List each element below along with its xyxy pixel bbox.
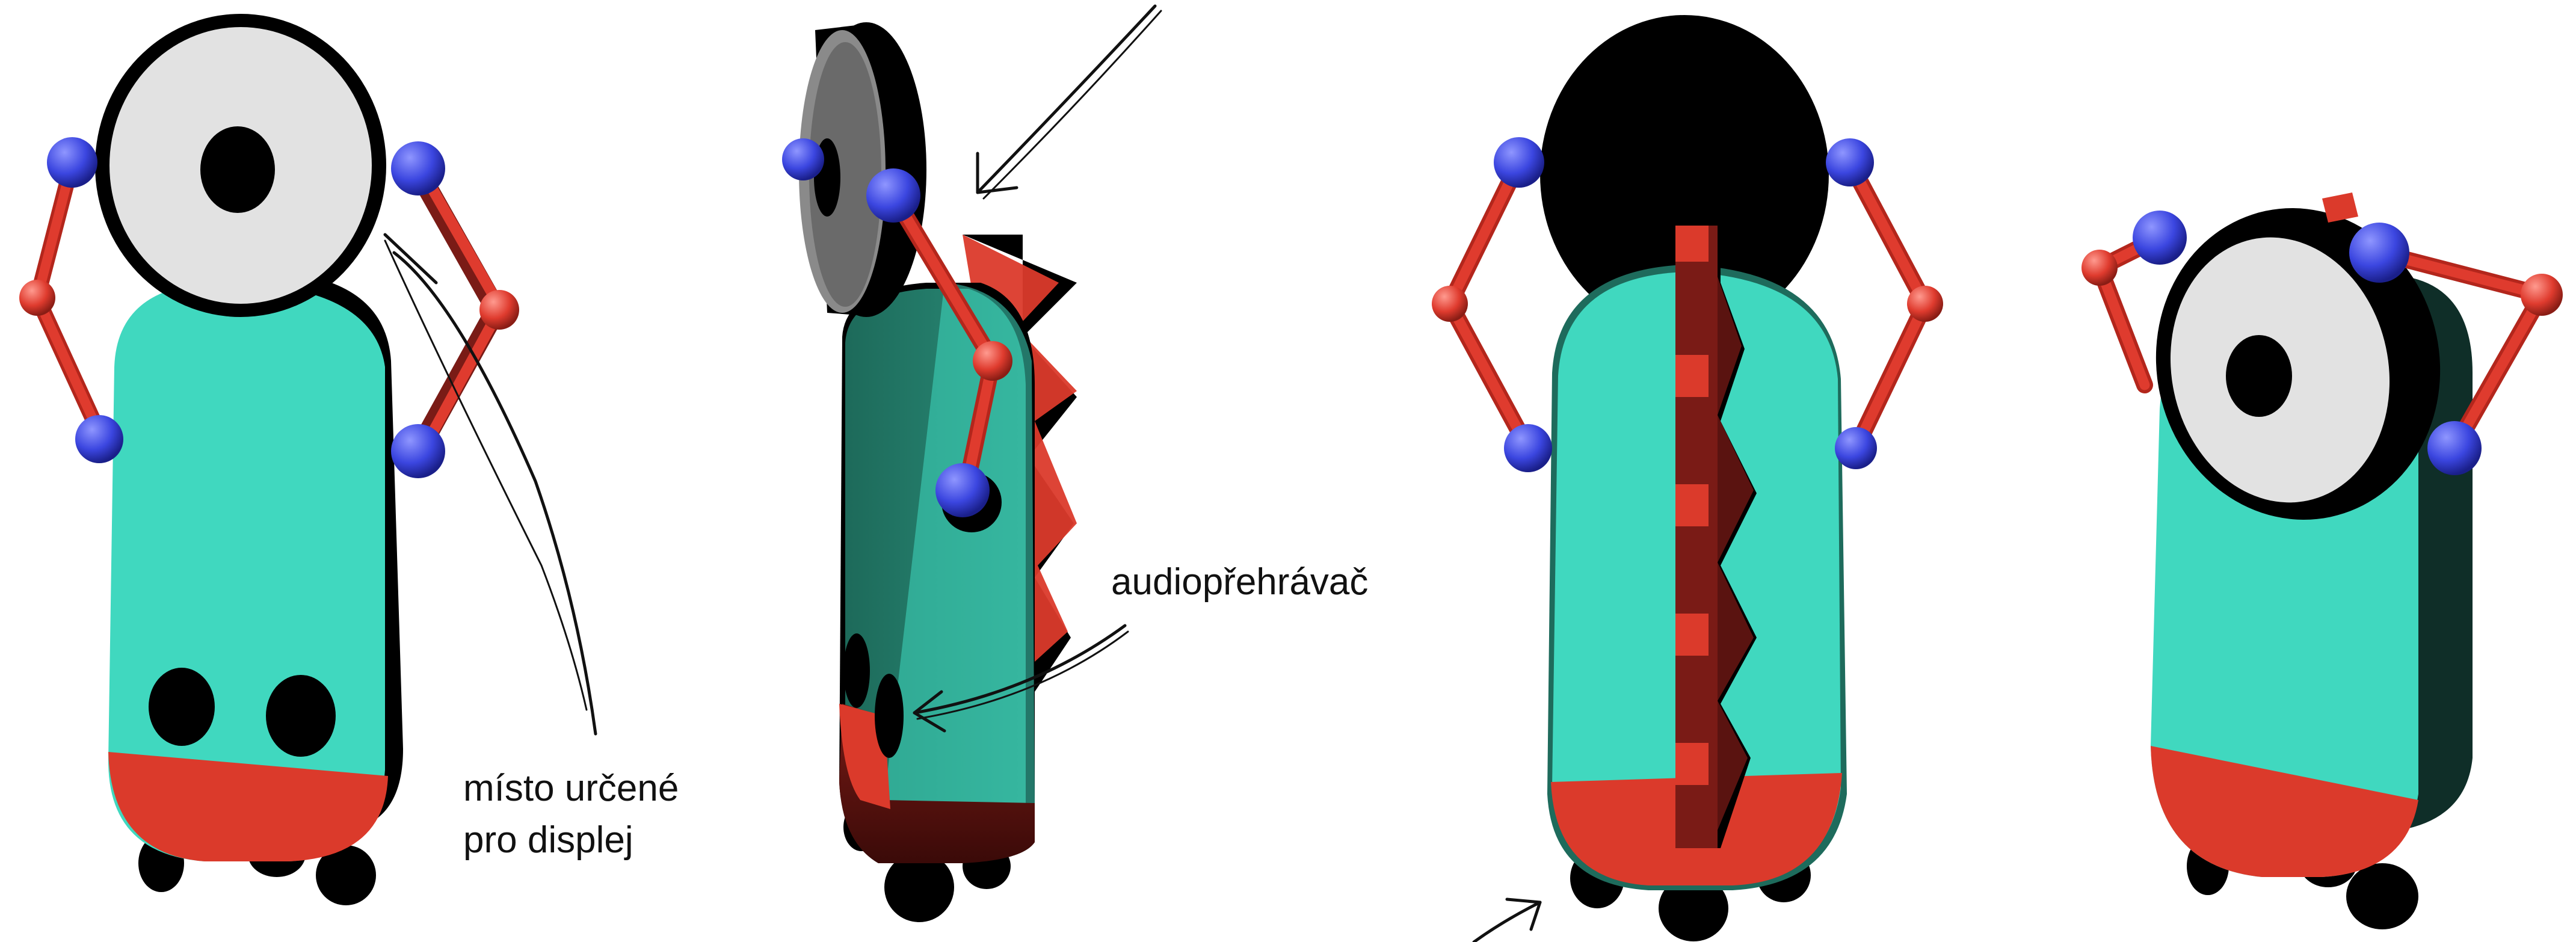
elbow-joint (19, 280, 55, 316)
robot-angled-view (2081, 182, 2563, 929)
shoulder-joint (1826, 138, 1874, 186)
bottom-arrow-line (1474, 902, 1540, 942)
elbow-joint (973, 341, 1012, 381)
speaker-hole (843, 633, 870, 708)
robot-back-view (1432, 15, 1943, 941)
wheel (2346, 863, 2418, 929)
shoulder-joint (2349, 223, 2409, 283)
hand-joint (391, 424, 445, 478)
speaker-hole (149, 668, 215, 746)
shoulder-joint (866, 168, 920, 223)
hand-joint (1835, 427, 1877, 469)
elbow-joint (1432, 286, 1468, 322)
head-arrow-line (978, 6, 1155, 192)
hand-joint (75, 415, 123, 463)
elbow-joint (2081, 250, 2118, 286)
hand-joint (2427, 421, 2482, 475)
head-eye (200, 126, 275, 213)
shoulder-joint (1494, 137, 1544, 188)
elbow-joint (1907, 286, 1943, 322)
display-area-label-line2: pro displej (463, 814, 679, 866)
elbow-joint (2521, 274, 2563, 316)
robot-side-view (782, 22, 1077, 922)
hand-joint (1504, 424, 1552, 472)
display-area-label: místo určené pro displej (463, 763, 679, 866)
shoulder-joint (47, 137, 97, 188)
speaker-hole (266, 675, 336, 757)
shoulder-joint (391, 141, 445, 195)
hand-joint (935, 463, 990, 517)
shoulder-joint (782, 138, 824, 180)
shoulder-joint (2133, 211, 2187, 265)
elbow-joint (479, 290, 519, 330)
robot-front-view (19, 14, 519, 905)
display-area-label-line1: místo určené (463, 763, 679, 814)
speaker-hole (875, 674, 904, 758)
head-eye (2226, 335, 2292, 417)
audio-player-label: audiopřehrávač (1111, 556, 1368, 608)
